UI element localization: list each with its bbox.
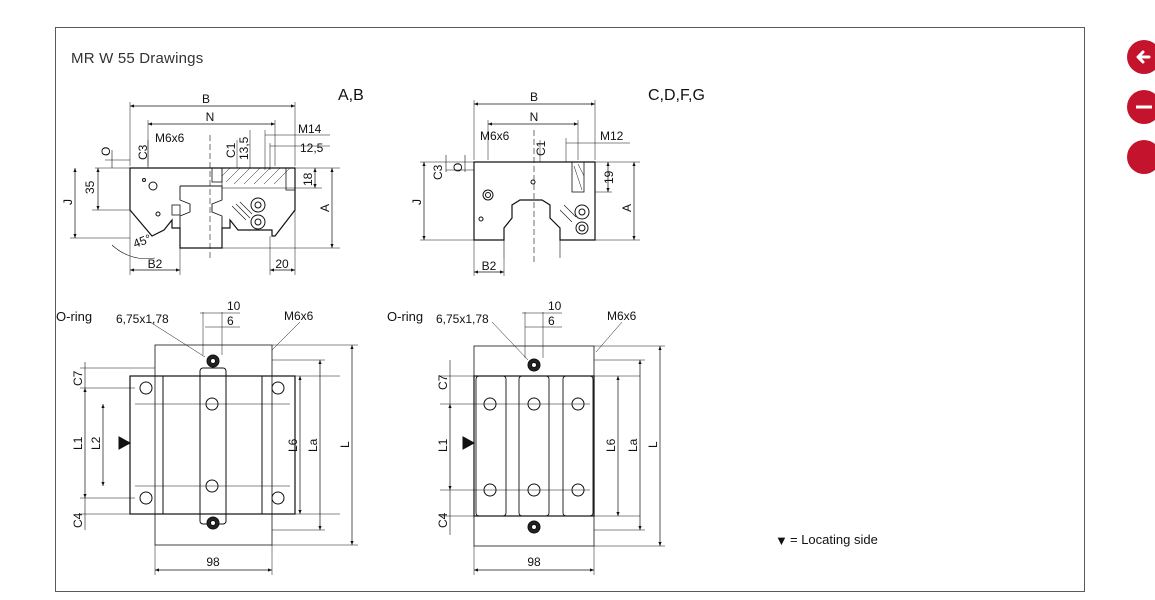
dim-m12: M12 [600, 129, 624, 143]
circle-icon[interactable] [1127, 140, 1155, 174]
dim-b: B [202, 92, 210, 106]
dim-m6x6: M6x6 [284, 309, 314, 323]
dim-b2: B2 [148, 257, 163, 271]
legend-symbol: ▼ [775, 533, 788, 548]
dim-6: 6 [227, 314, 234, 328]
dim-la: La [626, 438, 640, 452]
dim-c3: C3 [431, 164, 445, 180]
view-label-cdfg: C,D,F,G [648, 87, 705, 104]
dim-20: 20 [275, 257, 289, 271]
dim-6: 6 [548, 314, 555, 328]
dim-10: 10 [227, 299, 241, 313]
dim-m6x6: M6x6 [155, 131, 185, 145]
view-label-ab: A,B [338, 87, 364, 104]
dim-98: 98 [527, 555, 541, 569]
legend-text: = Locating side [790, 532, 878, 547]
dim-o-ring-size: 6,75x1,78 [436, 312, 489, 326]
dim-l1: L1 [436, 438, 450, 452]
dim-o: O [451, 163, 465, 172]
label-o-ring: O-ring [56, 309, 92, 324]
dim-j: J [410, 199, 424, 205]
dim-l6: L6 [286, 438, 300, 452]
label-o-ring: O-ring [387, 309, 423, 324]
dim-m14: M14 [298, 122, 322, 136]
dim-l6: L6 [604, 438, 618, 452]
dim-n: N [206, 110, 215, 124]
dim-b2: B2 [482, 259, 497, 273]
dim-l: L [338, 441, 352, 448]
dim-n: N [530, 110, 539, 124]
dim-45-deg: 45° [131, 231, 153, 250]
view-top-left [70, 102, 340, 275]
dim-c7: C7 [71, 370, 85, 386]
dim-35: 35 [83, 180, 97, 194]
view-bottom-right [440, 312, 665, 575]
dim-18: 18 [301, 172, 315, 186]
dim-c4: C4 [71, 512, 85, 528]
dim-98: 98 [206, 555, 220, 569]
drawing-title: MR W 55 Drawings [71, 50, 204, 67]
dim-c7: C7 [436, 374, 450, 390]
dim-l1: L1 [71, 436, 85, 450]
dim-12-5: 12,5 [300, 141, 324, 155]
dim-l: L [646, 441, 660, 448]
dim-o: O [99, 147, 113, 156]
dim-c1: C1 [224, 142, 238, 158]
dim-m6x6: M6x6 [480, 129, 510, 143]
dim-m6x6: M6x6 [607, 309, 637, 323]
dim-a: A [318, 204, 332, 212]
dim-la: La [306, 438, 320, 452]
back-arrow-icon[interactable] [1127, 40, 1155, 74]
view-bottom-left [80, 312, 358, 575]
dim-c1: C1 [534, 140, 548, 156]
dim-c4: C4 [436, 512, 450, 528]
dim-c3: C3 [136, 144, 150, 160]
dim-o-ring-size: 6,75x1,78 [116, 312, 169, 326]
dim-10: 10 [548, 299, 562, 313]
dim-b: B [530, 90, 538, 104]
dim-a: A [620, 204, 634, 212]
dim-13-5: 13,5 [237, 136, 251, 160]
dim-j: J [61, 199, 75, 205]
dim-19: 19 [602, 170, 616, 184]
drawing-frame [55, 27, 1085, 592]
minus-icon[interactable] [1127, 90, 1155, 124]
dim-l2: L2 [89, 436, 103, 450]
view-top-right [420, 100, 640, 276]
